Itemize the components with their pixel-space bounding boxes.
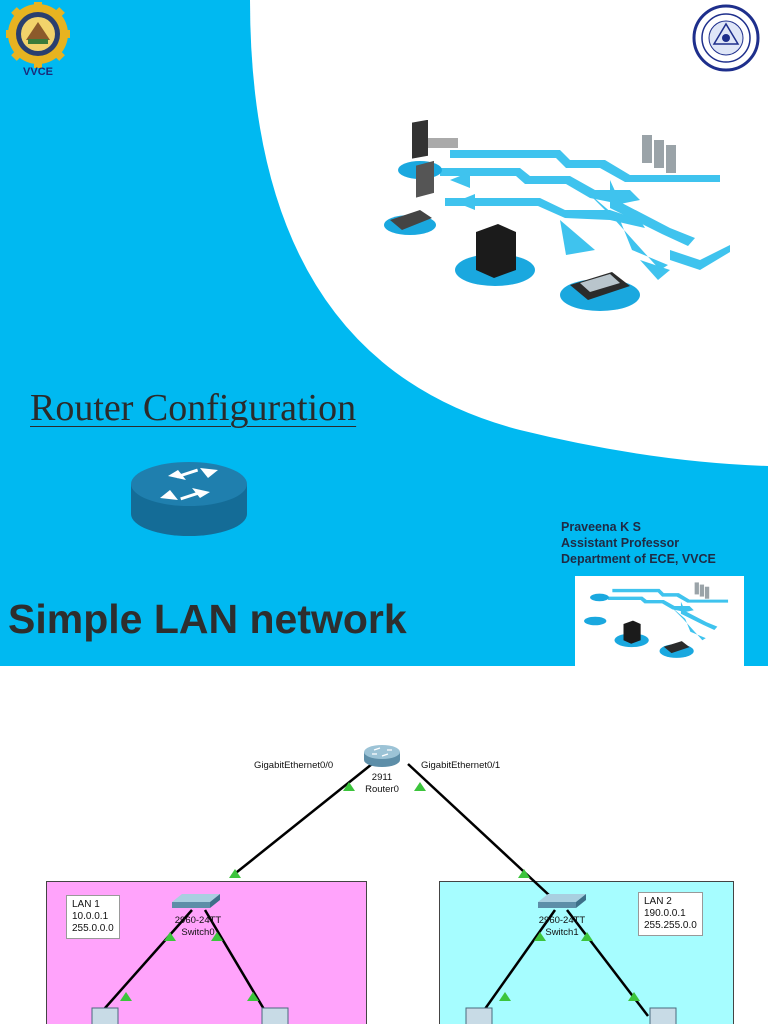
vvce-logo-text: VVCE (23, 66, 53, 78)
network-illustration (384, 120, 730, 311)
switch0-name: Switch0 (181, 927, 215, 938)
switch1-icon (538, 894, 586, 908)
university-seal-icon (692, 4, 760, 72)
author-block: Praveena K S Assistant Professor Departm… (561, 519, 716, 567)
port-up-icon (120, 992, 132, 1001)
port-up-icon (164, 932, 176, 941)
lan-heading: Simple LAN network (8, 596, 407, 642)
lan2-mask: 255.255.0.0 (644, 920, 697, 931)
lan1-name: LAN 1 (72, 899, 100, 910)
switch1-model: 2960-24TT (538, 915, 586, 926)
author-name: Praveena K S (561, 520, 641, 534)
topology-links (91, 745, 677, 1024)
switch1-name: Switch1 (545, 927, 579, 938)
port-up-icon (229, 869, 241, 878)
port-up-icon (343, 782, 355, 791)
link-switch1-pc2 (478, 909, 557, 1017)
port-up-icon (534, 932, 546, 941)
lan1-ip: 10.0.0.1 (72, 911, 109, 922)
switch0-icon (172, 894, 220, 908)
port-up-icon (628, 992, 640, 1001)
title-slide: VVCE (0, 0, 768, 666)
pc0-icon (91, 1007, 119, 1024)
topology-slide: GigabitEthernet0/0 GigabitEthernet0/1 29… (0, 666, 768, 1024)
author-role: Assistant Professor (561, 536, 680, 550)
interface-label-g01: GigabitEthernet0/1 (421, 760, 501, 771)
switch0-model: 2960-24TT (174, 915, 222, 926)
link-switch0-pc1 (203, 909, 270, 1017)
port-up-icon (247, 992, 259, 1001)
port-up-icon (414, 782, 426, 791)
port-up-icon (581, 932, 593, 941)
link-switch0-pc0 (97, 909, 193, 1017)
pc2-icon (465, 1007, 493, 1024)
link-router-switch0 (231, 763, 373, 877)
port-up-icon (518, 869, 530, 878)
router-name: Router0 (365, 784, 399, 795)
lan1-mask: 255.0.0.0 (72, 923, 114, 934)
author-department: Department of ECE, VVCE (561, 552, 716, 566)
router-model: 2911 (371, 772, 393, 783)
lan2-name: LAN 2 (644, 896, 672, 907)
interface-label-g00: GigabitEthernet0/0 (254, 760, 334, 771)
pc1-icon (261, 1007, 289, 1024)
network-thumbnail (575, 576, 744, 666)
slide-title: Router Configuration (30, 387, 357, 429)
port-up-icon (499, 992, 511, 1001)
lan2-ip: 190.0.0.1 (644, 908, 686, 919)
port-up-icon (211, 932, 223, 941)
router-icon (131, 462, 247, 536)
pc3-icon (649, 1007, 677, 1024)
vvce-logo-icon (6, 2, 70, 68)
router0-icon (364, 745, 400, 767)
